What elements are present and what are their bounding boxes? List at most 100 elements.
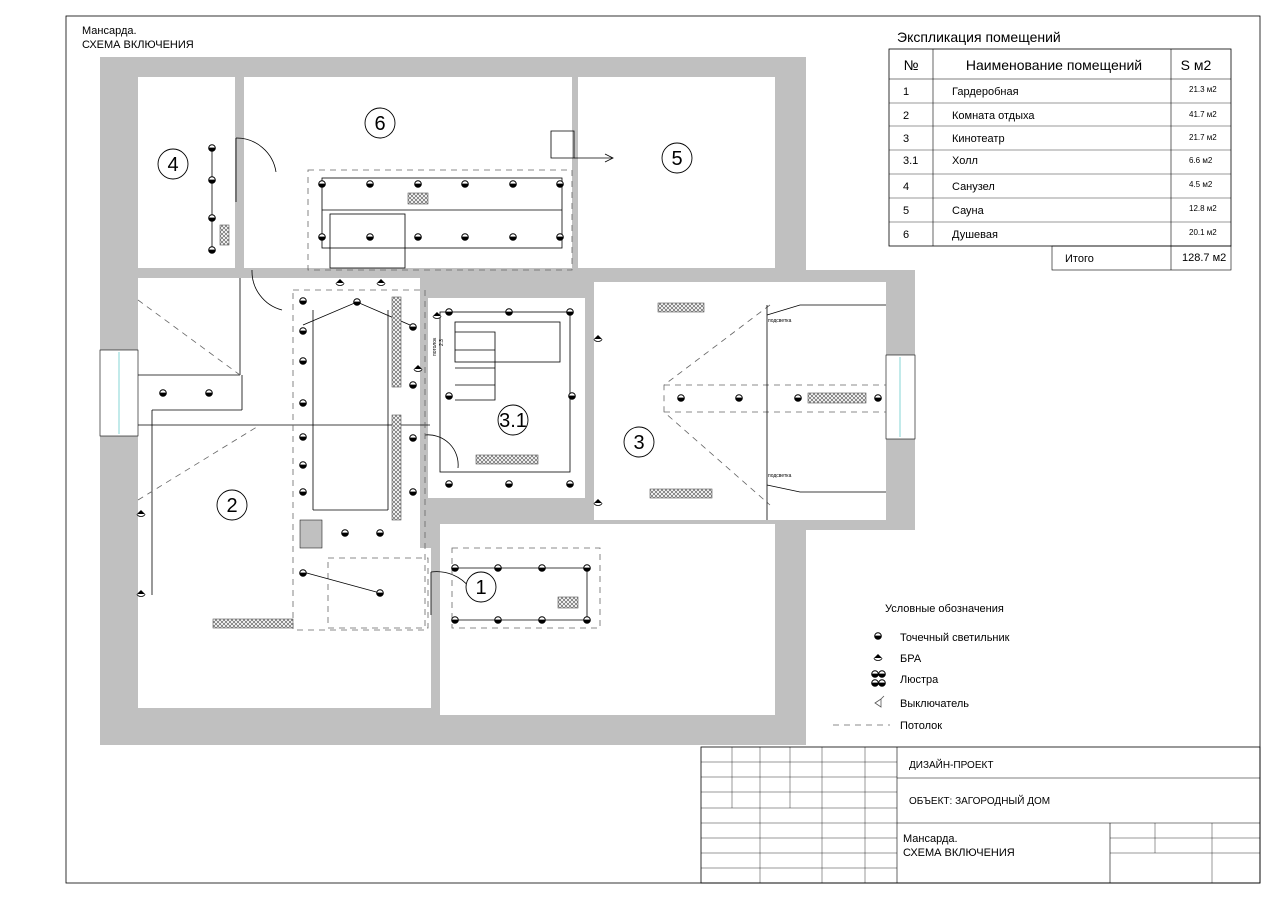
spotlight — [366, 180, 374, 188]
sheet-frame — [65, 15, 1261, 884]
backlight-bottom-label: подсветка — [768, 473, 792, 479]
legend-item: Потолок — [833, 720, 942, 732]
room-1-interior — [440, 524, 775, 715]
sheet-title-line2: СХЕМА ВКЛЮЧЕНИЯ — [82, 39, 194, 51]
spotlight — [568, 392, 576, 400]
legend-label: Люстра — [900, 674, 939, 686]
spotlight — [494, 564, 502, 572]
spotlight — [445, 480, 453, 488]
row-area: 12.8 м2 — [1189, 204, 1217, 213]
row-name: Сауна — [952, 205, 985, 217]
fixture-hatch-r4 — [219, 224, 230, 246]
legend-item: БРА — [873, 653, 922, 665]
spotlight — [409, 323, 417, 331]
svg-text:1: 1 — [475, 577, 486, 599]
spotlight — [583, 564, 591, 572]
spotlight — [735, 394, 743, 402]
svg-text:2: 2 — [226, 495, 237, 517]
backlight-top-label: подсветка — [768, 318, 792, 324]
row-area: 20.1 м2 — [1189, 228, 1217, 237]
spotlight — [409, 381, 417, 389]
window-right — [885, 354, 916, 440]
legend-label: Потолок — [900, 720, 942, 732]
room-label-5: 5 — [661, 142, 693, 174]
spotlight — [208, 214, 216, 222]
row-area: 41.7 м2 — [1189, 110, 1217, 119]
spotlight — [205, 389, 213, 397]
spotlight — [353, 298, 361, 306]
spotlight — [318, 180, 326, 188]
row-area: 4.5 м2 — [1189, 180, 1213, 189]
fixture-hatch-hall — [475, 454, 539, 465]
row-area: 21.7 м2 — [1189, 133, 1217, 142]
row-name: Гардеробная — [952, 86, 1019, 98]
row-name: Санузел — [952, 181, 995, 193]
table-row: 5 Сауна 12.8 м2 — [903, 204, 1217, 217]
header-name: Наименование помещений — [966, 57, 1142, 73]
floor-plan: 4 6 5 2 3.1 3 1 подсветка подсветка пот — [99, 57, 916, 745]
row-num: 3 — [903, 133, 909, 145]
spotlight — [556, 180, 564, 188]
spotlight — [299, 327, 307, 335]
row-num: 1 — [903, 86, 909, 98]
spotlight — [556, 233, 564, 241]
row-area: 21.3 м2 — [1189, 85, 1217, 94]
switch-icon — [874, 695, 885, 708]
spotlight — [414, 180, 422, 188]
spotlight — [299, 297, 307, 305]
spotlight — [159, 389, 167, 397]
ceiling-height-label: 2.3 — [439, 339, 445, 346]
spotlight — [376, 589, 384, 597]
spotlight — [299, 488, 307, 496]
spotlight — [461, 180, 469, 188]
room-4-interior — [138, 77, 235, 268]
spotlight — [299, 433, 307, 441]
title-block-sheet-line1: Мансарда. — [903, 833, 958, 845]
spotlight — [677, 394, 685, 402]
explication-title: Экспликация помещений — [897, 29, 1061, 45]
legend-label: БРА — [900, 653, 922, 665]
row-name: Душевая — [952, 229, 998, 241]
legend-label: Выключатель — [900, 698, 969, 710]
row-name: Кинотеатр — [952, 133, 1005, 145]
spotlight — [366, 233, 374, 241]
fixture-hatch-r3-right — [807, 392, 867, 404]
spotlight — [299, 461, 307, 469]
spotlight — [376, 529, 384, 537]
spotlight — [451, 564, 459, 572]
total-label: Итого — [1065, 253, 1094, 265]
explication-table: Экспликация помещений № Наименование пом… — [888, 29, 1232, 271]
svg-text:3: 3 — [633, 432, 644, 454]
table-row: 3 Кинотеатр 21.7 м2 — [903, 133, 1217, 145]
spotlight — [445, 308, 453, 316]
row-num: 2 — [903, 110, 909, 122]
header-num: № — [903, 57, 918, 73]
spotlight — [494, 616, 502, 624]
row-name: Комната отдыха — [952, 110, 1035, 122]
row-num: 6 — [903, 229, 909, 241]
spotlight — [341, 529, 349, 537]
spotlight — [208, 144, 216, 152]
sconce-icon — [873, 653, 883, 661]
row-name: Холл — [952, 155, 978, 167]
ceiling-mark-label: потолок — [432, 337, 438, 356]
title-block: ДИЗАЙН-ПРОЕКТ ОБЪЕКТ: ЗАГОРОДНЫЙ ДОМ Ман… — [700, 746, 1261, 884]
legend-item: Люстра — [871, 670, 939, 687]
spotlight — [538, 564, 546, 572]
room-2-interior — [138, 278, 431, 708]
spotlight — [208, 246, 216, 254]
spotlight — [299, 357, 307, 365]
title-block-sheet-line2: СХЕМА ВКЛЮЧЕНИЯ — [903, 847, 1015, 859]
spotlight — [409, 488, 417, 496]
spotlight — [208, 176, 216, 184]
room-label-3-1: 3.1 — [497, 404, 529, 436]
spotlight — [566, 308, 574, 316]
spotlight — [794, 394, 802, 402]
table-row: 4 Санузел 4.5 м2 — [903, 180, 1213, 193]
svg-text:3.1: 3.1 — [499, 410, 527, 432]
title-block-object: ОБЪЕКТ: ЗАГОРОДНЫЙ ДОМ — [909, 794, 1050, 807]
fixture-hatch-room2 — [212, 618, 294, 629]
legend-label: Точечный светильник — [900, 632, 1010, 644]
svg-text:5: 5 — [671, 148, 682, 170]
